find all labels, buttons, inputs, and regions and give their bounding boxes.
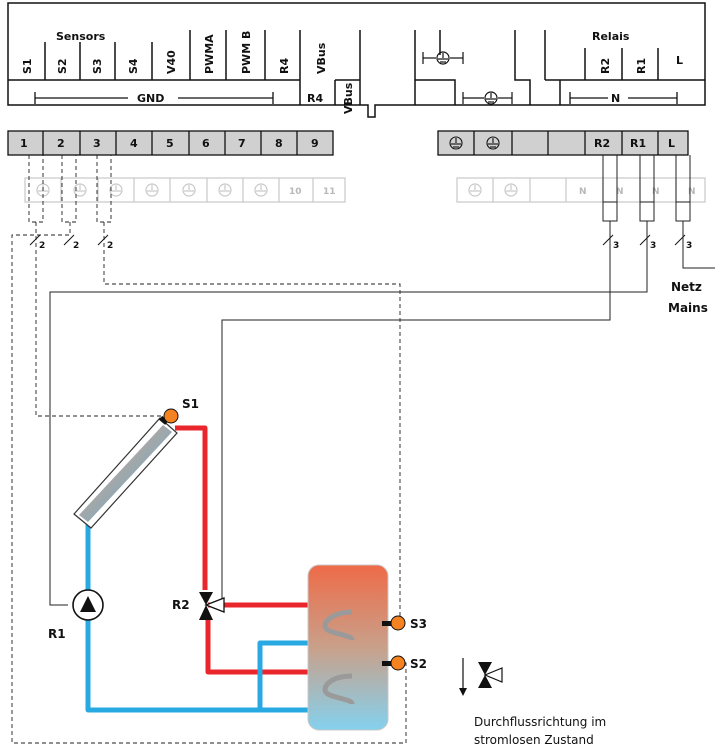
terminal-6: 6: [202, 137, 210, 150]
legend-text-line1: Durchflussrichtung im: [474, 715, 606, 729]
gnd-bus: [34, 92, 274, 104]
terminal-5: 5: [166, 137, 174, 150]
earth-symbols-header: [422, 51, 513, 105]
ghost-terminal-n3: N: [652, 187, 660, 197]
terminal-r2: R2: [594, 137, 610, 150]
ghost-terminal-10: 10: [289, 187, 302, 197]
controller-housing: [7, 2, 706, 118]
pin-label-s4: S4: [127, 58, 140, 74]
sensor-s3-label: S3: [410, 617, 427, 631]
storage-tank: [307, 564, 389, 731]
pin-label-s3: S3: [91, 58, 104, 74]
pin-label-s1: S1: [21, 58, 34, 74]
pin-label-s2: S2: [56, 58, 69, 74]
wire-count-marks: [29, 234, 686, 246]
terminal-3: 3: [93, 137, 101, 150]
terminal-2: 2: [57, 137, 65, 150]
earth-icon: [449, 136, 500, 150]
relais-title: Relais: [592, 30, 630, 43]
wire-count-s2: 2: [73, 241, 79, 251]
sensor-s3: [382, 615, 406, 631]
pump-label: R1: [48, 627, 66, 641]
pin-label-v40: V40: [165, 50, 178, 74]
three-way-valve-icon: [199, 592, 225, 620]
terminal-strip: 1 2 3 4 5 6 7 8 9 R2 R1 L: [7, 130, 689, 156]
wire-count-l: 3: [686, 241, 692, 251]
ghost-terminal-strip: 10 11 N N N N: [24, 177, 706, 203]
mains-label-netz: Netz: [671, 280, 702, 294]
sensor-pin-labels: S1 S2 S3 S4 V40 PWMA PWM B R4 VBus R2 R1…: [21, 31, 683, 74]
sensor-s2-label: S2: [410, 657, 427, 671]
ghost-terminal-n2: N: [616, 187, 624, 197]
sensor-s2: [382, 655, 406, 671]
pin-label-l: L: [676, 54, 683, 67]
pin-label-r2: R2: [599, 58, 612, 74]
solar-collector: [73, 415, 178, 529]
terminal-8: 8: [275, 137, 283, 150]
wire-count-s1: 2: [39, 241, 45, 251]
legend-text-line2: stromlosen Zustand: [474, 733, 594, 747]
pin-label-vbus: VBus: [315, 42, 328, 74]
vbus-bottom-label: VBus: [342, 82, 355, 114]
wire-count-r1: 3: [650, 241, 656, 251]
pin-label-r4: R4: [278, 58, 291, 74]
pin-label-r1: R1: [635, 58, 648, 74]
terminal-r1: R1: [630, 137, 646, 150]
sensors-title: Sensors: [56, 30, 106, 43]
relay-wiring: [49, 155, 715, 606]
terminal-1: 1: [20, 137, 28, 150]
mains-label-mains: Mains: [668, 301, 708, 315]
wire-count-r2: 3: [613, 241, 619, 251]
sensor-s1: [163, 408, 179, 424]
n-bus: [569, 92, 678, 104]
pin-label-pwma: PWMA: [203, 34, 216, 74]
terminal-7: 7: [238, 137, 246, 150]
terminal-l: L: [668, 137, 675, 150]
r4-bottom-label: R4: [307, 92, 323, 105]
ghost-terminal-11: 11: [323, 187, 336, 197]
pump-icon: [72, 589, 104, 621]
n-label: N: [611, 92, 620, 105]
pin-label-pwmb: PWM B: [240, 31, 253, 74]
ghost-terminal-n4: N: [688, 187, 696, 197]
flow-direction-legend: [459, 658, 503, 696]
valve-label: R2: [172, 598, 190, 612]
ghost-terminal-n1: N: [579, 187, 587, 197]
sensor-s1-label: S1: [182, 397, 199, 411]
terminal-9: 9: [311, 137, 319, 150]
wire-count-s3: 2: [107, 241, 113, 251]
gnd-label: GND: [137, 92, 164, 105]
terminal-4: 4: [130, 137, 138, 150]
